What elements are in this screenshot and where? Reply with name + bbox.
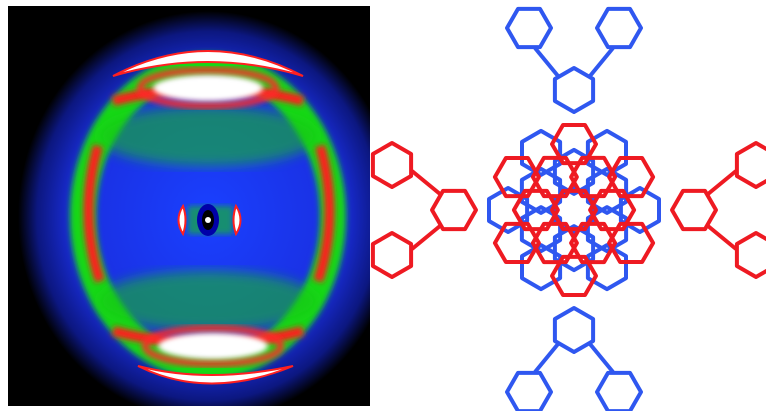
molecule-blue-bond [533,342,560,374]
molecule-blue-core-ring [552,186,596,234]
molecule-blue-core-ring [520,243,563,292]
diffraction-inner-band-bottom [98,271,318,331]
molecule-blue-bond [533,46,560,78]
molecule-red-core-ring [550,254,598,297]
molecule-blue-linker-ring [552,306,596,354]
molecule-blue-phenyl-ring [595,6,643,50]
molecule-red-core-ring [550,123,598,166]
molecule-blue-core-ring [585,166,629,215]
molecule-red-phenyl-ring [734,231,766,279]
molecule-red [370,123,766,297]
molecule-red-core-ring [569,155,618,199]
molecule-red-phenyl-ring [734,141,766,189]
molecule-red-bond [410,169,442,196]
molecule-red-bond [410,224,442,251]
molecule-red-core-ring [569,221,618,265]
diffraction-center [177,203,242,237]
molecule-blue-core-ring [618,186,661,234]
molecule-red-core-ring [530,155,579,199]
molecule-blue-phenyl-ring [505,6,553,50]
molecule-red-core-ring [588,188,637,232]
molecule-blue-core-ring [519,166,563,215]
molecule-blue-core-ring [519,205,563,254]
molecule-red-core-ring [607,156,656,199]
molecule-red-core-ring [550,188,598,232]
molecule-blue-core-ring [487,186,530,234]
diffraction-pattern-panel [8,6,370,406]
molecule-red-linker-ring [430,188,478,232]
diffraction-bottom-crescent [137,325,294,385]
molecule-blue-phenyl-ring [505,370,553,411]
molecule-blue-core-ring [585,243,628,292]
molecule-red-core-ring [530,221,579,265]
diffraction-top-crescent [112,50,304,109]
molecule-red-bond [706,224,738,251]
molecule-blue-linker-ring [552,66,596,114]
molecule-red-linker-ring [670,188,718,232]
molecule-red-core-ring [492,221,541,264]
molecule-blue-core-ring [585,205,629,254]
molecule-blue-core-ring [520,128,563,177]
molecule-blue-bond [588,342,615,374]
molecule-blue-bond [588,46,615,78]
molecular-structure-panel [370,6,766,411]
molecule-red-core-ring [511,188,560,232]
molecule-red-phenyl-ring [370,231,414,279]
molecule-blue-core-ring [552,224,596,273]
molecule-blue [487,6,661,411]
molecule-red-bond [706,169,738,196]
molecule-blue-core-ring [552,147,596,196]
molecule-red-core-ring [492,156,541,199]
molecule-red-core-ring [607,221,656,264]
molecule-blue-core-ring [585,128,628,177]
molecule-blue-phenyl-ring [595,370,643,411]
molecule-red-phenyl-ring [370,141,414,189]
diffraction-inner-band-top [98,106,318,166]
